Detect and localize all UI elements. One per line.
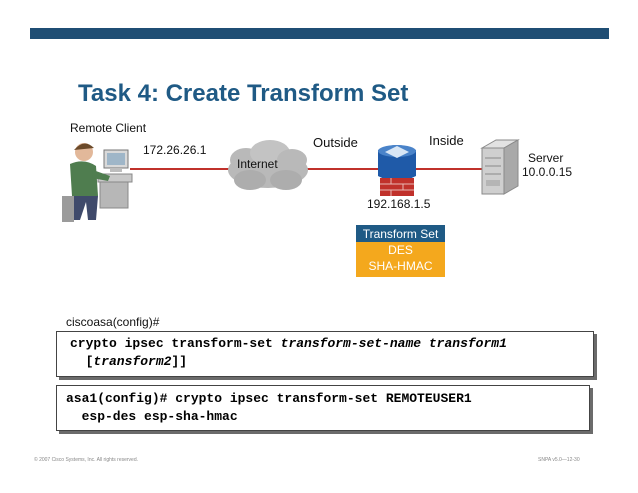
transform-set-box: Transform Set DES SHA-HMAC	[356, 225, 445, 277]
syntax-command: crypto ipsec transform-set	[70, 336, 281, 351]
transform-set-items: DES SHA-HMAC	[356, 242, 445, 277]
syntax-box: crypto ipsec transform-set transform-set…	[56, 331, 594, 377]
server-ip-label: 10.0.0.15	[522, 165, 573, 179]
firewall-icon	[378, 145, 416, 196]
remote-client-icon	[62, 143, 133, 222]
remote-client-label: Remote Client	[70, 121, 147, 135]
syntax-arg-transform1: transform1	[421, 336, 507, 351]
transform-set-header: Transform Set	[356, 225, 445, 242]
example-line-2: esp-des esp-sha-hmac	[66, 409, 238, 424]
outside-label: Outside	[313, 135, 358, 150]
syntax-line-2: [transform2]]	[70, 353, 593, 371]
server-label: Server	[528, 151, 564, 165]
syntax-arg-name: transform-set-name	[280, 336, 422, 351]
firewall-ip-label: 192.168.1.5	[367, 197, 431, 211]
internet-cloud-icon	[228, 140, 308, 190]
syntax-arg-transform2: transform2	[93, 354, 172, 369]
example-box: asa1(config)# crypto ipsec transform-set…	[56, 385, 590, 431]
transform-item-des: DES	[356, 242, 445, 258]
syntax-bracket-close: ]]	[171, 354, 188, 369]
server-icon	[480, 139, 520, 195]
cli-prompt: ciscoasa(config)#	[66, 315, 160, 329]
slide-title: Task 4: Create Transform Set	[78, 80, 409, 107]
syntax-line-1: crypto ipsec transform-set transform-set…	[70, 335, 593, 353]
client-ip-label: 172.26.26.1	[143, 143, 207, 157]
transform-item-sha: SHA-HMAC	[356, 258, 445, 274]
inside-label: Inside	[429, 133, 464, 148]
internet-label: Internet	[237, 157, 278, 171]
footer-course: SNPA v5.0—12-30	[538, 457, 580, 463]
header-bar	[30, 28, 609, 39]
footer-copyright: © 2007 Cisco Systems, Inc. All rights re…	[34, 457, 139, 463]
syntax-bracket-open: [	[70, 354, 94, 369]
example-line-1: asa1(config)# crypto ipsec transform-set…	[66, 391, 472, 406]
